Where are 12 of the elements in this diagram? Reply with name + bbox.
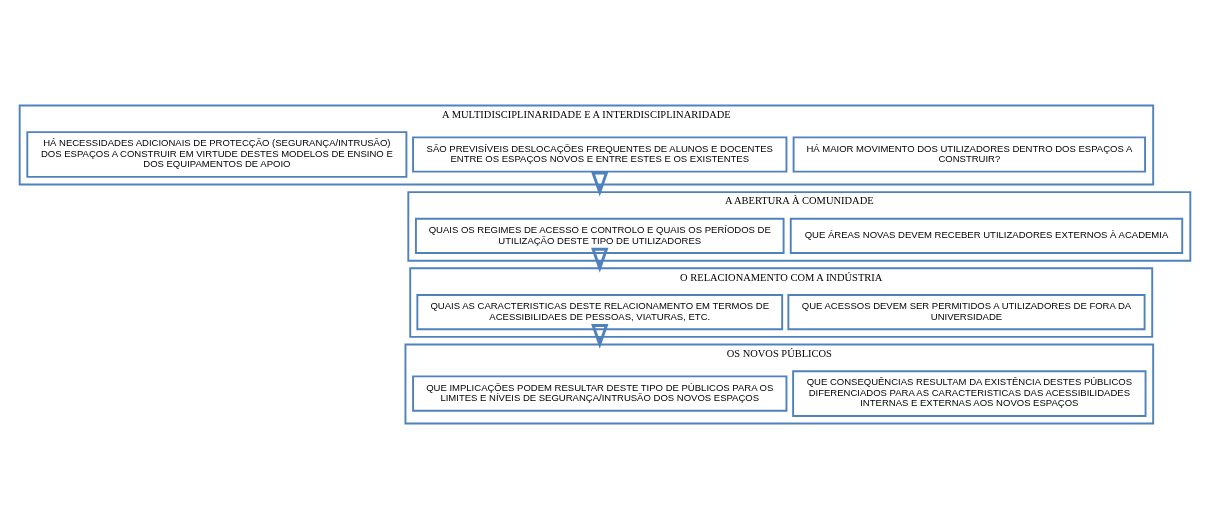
node-box: QUE IMPLICAÇÕES PODEM RESULTAR DESTE TIPO DE PÚBLICOS PARA OS LIMITES E NÍVEIS DE SEGURANÇA/INTRUSÃO DOS NOVOS ESPAÇOS: [412, 374, 788, 412]
arrow: [591, 171, 609, 196]
node-box: QUAIS OS REGIMES DE ACESSO E CONTROLO E QUAIS OS PERÍODOS DE UTILIZAÇÃO DESTE TIPO DE UTILIZADORES: [414, 217, 785, 254]
node-box: QUE ACESSOS DEVEM SER PERMITIDOS A UTILIZADORES DE FORA DA UNIVERSIDADE: [787, 293, 1146, 330]
node-box: QUE CONSEQUÊNCIAS RESULTAM DA EXISTÊNCIA DESTES PÚBLICOS DIFERENCIADOS PARA AS CARACTERISTICAS DAS ACESSIBILIDADES INTERNAS E EXTERNAS AOS NOVOS ESPAÇOS: [792, 369, 1147, 417]
arrow: [591, 323, 609, 349]
node-box: SÃO PREVISÍVEIS DESLOCAÇÕES FREQUENTES DE ALUNOS E DOCENTES ENTRE OS ESPAÇOS NOVOS E ENTRE ESTES E OS EXISTENTES: [412, 135, 788, 173]
node-box: HÁ MAIOR MOVIMENTO DOS UTILIZADORES DENTRO DOS ESPAÇOS A CONSTRUIR?: [792, 135, 1147, 173]
node-box: QUE ÁREAS NOVAS DEVEM RECEBER UTILIZADORES EXTERNOS À ACADEMIA: [789, 217, 1184, 254]
node-box: HÁ NECESSIDADES ADICIONAIS DE PROTECÇÃO (SEGURANÇA/INTRUSÃO) DOS ESPAÇOS A CONSTRUIR EM VIRTUDE DESTES MODELOS DE ENSINO E DOS EQUIPAMENTOS DE APOIO: [26, 130, 408, 178]
arrow: [591, 247, 609, 273]
node-box: QUAIS AS CARACTERISTICAS DESTE RELACIONAMENTO EM TERMOS DE ACESSIBILIDAES DE PESSOAS, VIATURAS, ETC.: [416, 293, 784, 330]
